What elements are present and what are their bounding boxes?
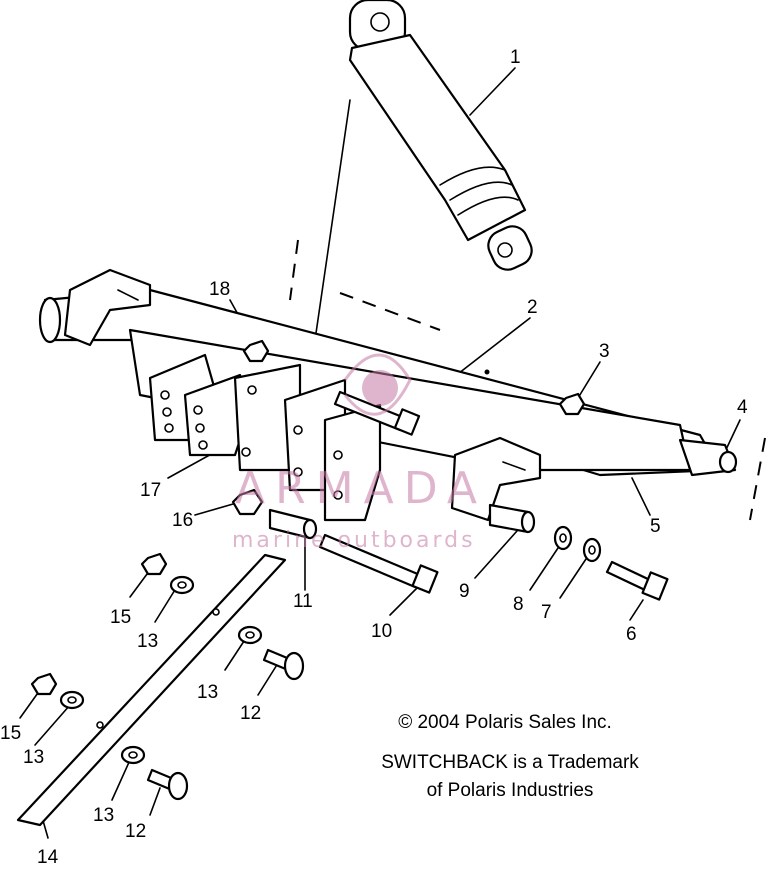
callout-1: 1: [510, 47, 521, 68]
nut-18: [242, 339, 270, 363]
callout-5: 5: [650, 516, 661, 537]
callout-14: 14: [37, 847, 59, 868]
callout-13-c: 13: [23, 747, 45, 768]
callout-13-a: 13: [137, 631, 159, 652]
nut-15-lower: [30, 672, 58, 696]
shock-absorber: [348, 0, 533, 271]
bolt-6: [605, 560, 669, 601]
spacer-9: [488, 503, 536, 534]
spacer-11: [268, 508, 318, 540]
nut-15-upper: [140, 552, 168, 576]
copyright-note: © 2004 Polaris Sales Inc.: [398, 712, 612, 733]
bracket-plates: [148, 353, 382, 522]
strap-14: [16, 553, 287, 827]
callout-15-upper: 15: [110, 607, 132, 628]
callout-4: 4: [737, 397, 748, 418]
watermark-logo: [343, 353, 412, 416]
nut-16: [231, 488, 264, 516]
callout-11: 11: [293, 591, 313, 612]
callout-9: 9: [459, 581, 470, 602]
callout-16: 16: [172, 510, 194, 531]
alignment-lines: [289, 99, 766, 521]
callout-15-lower: 15: [0, 723, 22, 744]
watermark-tagline: marine outboards: [232, 528, 476, 553]
bolt-10: [318, 533, 439, 594]
callout-18: 18: [209, 279, 231, 300]
trademark-line-2: of Polaris Industries: [426, 780, 594, 801]
callout-8: 8: [513, 594, 524, 615]
watermark-brand: ARMADA: [235, 463, 487, 514]
callout-7: 7: [541, 602, 552, 623]
callout-6: 6: [626, 624, 637, 645]
bolt-12-lower: [146, 768, 189, 801]
nut-3: [558, 392, 586, 416]
callout-17: 17: [140, 480, 162, 501]
callout-13-d: 13: [93, 805, 115, 826]
callout-3: 3: [599, 341, 610, 362]
callout-12-lower: 12: [125, 821, 147, 842]
callout-2: 2: [527, 297, 538, 318]
callout-12-upper: 12: [240, 703, 262, 724]
callout-13-b: 13: [197, 682, 219, 703]
trademark-line-1: SWITCHBACK is a Trademark: [381, 752, 639, 773]
callout-10: 10: [371, 621, 393, 642]
bolt-12-upper: [262, 648, 305, 681]
